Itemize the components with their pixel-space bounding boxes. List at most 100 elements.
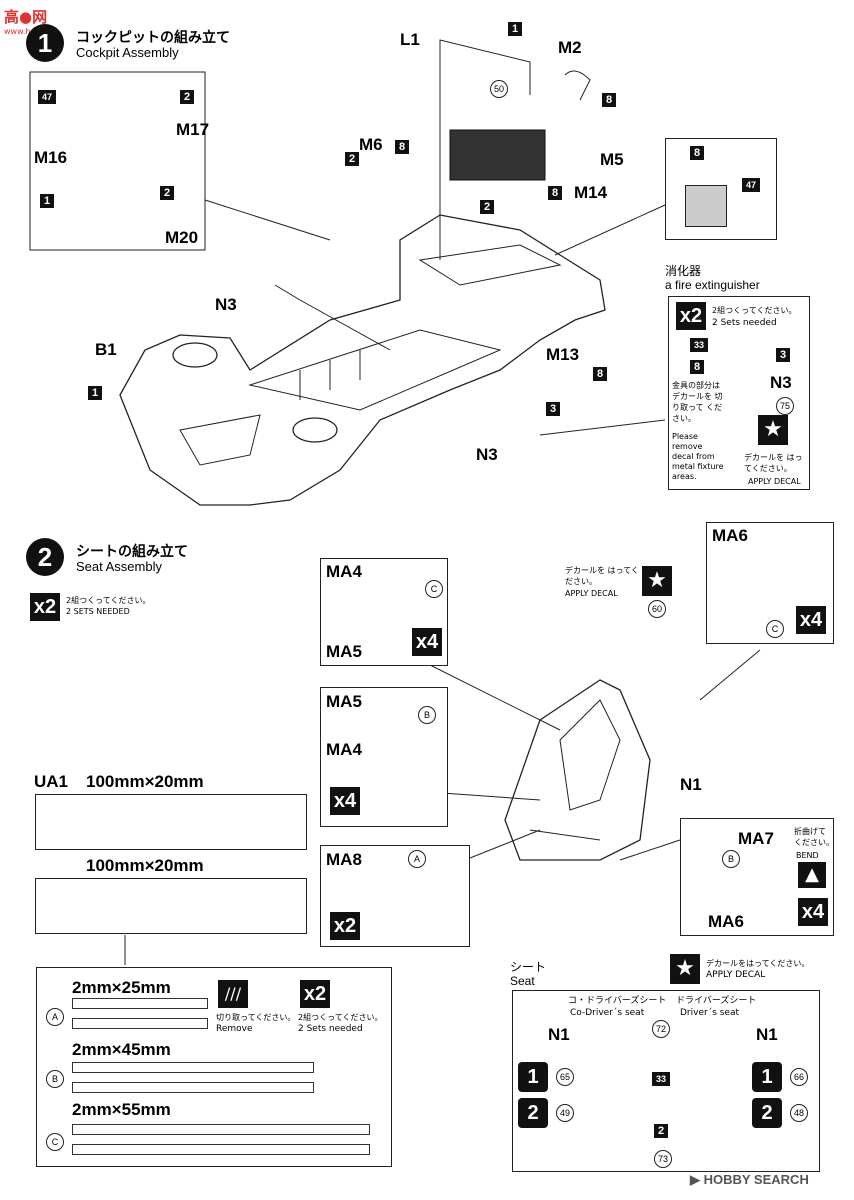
times-x4c: x4	[796, 606, 826, 634]
step2-note-jp: 2組つくってください。	[66, 596, 151, 605]
part-label-m20: M20	[165, 228, 199, 247]
ua1-size2: 100mm×20mm	[86, 856, 204, 875]
belts-remove-en: Remove	[216, 1024, 253, 1034]
seat-step1-left: 1	[518, 1062, 548, 1092]
watermark-text: 高●网	[4, 8, 48, 26]
seat-shell	[504, 679, 651, 861]
part-label-b1: B1	[95, 340, 117, 359]
footer-logo-icon: ▶	[690, 1172, 704, 1187]
part-label-n3b: N3	[476, 445, 498, 464]
part-num-47: 47	[38, 90, 56, 104]
extinguisher-title-jp: 消化器	[665, 264, 702, 278]
part-label-m13: M13	[546, 345, 580, 364]
part-num-1: 1	[40, 194, 54, 208]
part-num-33b: 33	[652, 1072, 670, 1086]
step1-title-jp: コックピットの組み立て	[76, 30, 230, 46]
belts-sets-jp: 2組つくってください。	[298, 1013, 383, 1022]
belt-c-strip1	[72, 1124, 370, 1135]
belt-mark-c1: C	[425, 580, 443, 598]
belt-mark-c: C	[46, 1133, 64, 1151]
seat-section-title-jp: シート	[510, 960, 547, 974]
step2-badge: 2	[26, 538, 64, 576]
bracket-plate	[685, 185, 727, 227]
part-num-48: 48	[790, 1104, 808, 1122]
part-num-2-seat: 2	[654, 1124, 668, 1138]
part-num-3a: 3	[546, 402, 560, 416]
extinguisher-times: x2	[676, 302, 706, 330]
part-num-8a: 8	[602, 93, 616, 107]
part-num-65: 65	[556, 1068, 574, 1086]
part-num-3b: 3	[776, 348, 790, 362]
part-label-ma6b: MA6	[708, 912, 744, 931]
driver-jp: ドライバーズシート	[676, 996, 757, 1006]
ua1-strip2	[35, 878, 307, 934]
part-label-m16: M16	[34, 148, 68, 167]
part-label-ma6a: MA6	[712, 526, 748, 545]
extinguisher-title-en: a fire extinguisher	[665, 278, 760, 292]
belt-mark-b: B	[46, 1070, 64, 1088]
part-label-ma5b: MA5	[326, 692, 362, 711]
seat-decal-star: ★	[642, 566, 672, 596]
extinguisher-decal-en: APPLY DECAL	[748, 477, 801, 486]
times-x4d: x4	[798, 898, 828, 926]
times-x4a: x4	[412, 628, 442, 656]
part-label-n3c: N3	[770, 373, 792, 392]
part-num-8f: 8	[690, 360, 704, 374]
part-num-72: 72	[652, 1020, 670, 1038]
part-num-75: 75	[776, 397, 794, 415]
part-num-60: 60	[648, 600, 666, 618]
part-label-m2: M2	[558, 38, 582, 57]
part-label-n1-right: N1	[756, 1025, 778, 1044]
bend-en: BEND	[796, 851, 819, 860]
extinguisher-decal-star: ★	[758, 415, 788, 445]
part-num-8d: 8	[690, 146, 704, 160]
ua1-label: UA1	[34, 772, 69, 791]
times-x2a: x2	[330, 912, 360, 940]
driver-en: Driver´s seat	[680, 1008, 740, 1018]
part-num-49: 49	[556, 1104, 574, 1122]
bend-jp: 折曲げて ください。	[794, 827, 834, 847]
part-num-2c: 2	[345, 152, 359, 166]
chassis-body	[119, 214, 606, 506]
part-num-2: 2	[180, 90, 194, 104]
part-label-n1-left: N1	[548, 1025, 570, 1044]
part-label-ma8: MA8	[326, 850, 362, 869]
extinguisher-sets-en: 2 Sets needed	[712, 318, 777, 328]
seat-step1-right: 1	[752, 1062, 782, 1092]
belt-mark-a1: A	[408, 850, 426, 868]
belt-b-strip1	[72, 1062, 314, 1073]
seat-section-decal-en: APPLY DECAL	[706, 970, 766, 980]
part-label-ma4b: MA4	[326, 740, 362, 759]
seat-step2-left: 2	[518, 1098, 548, 1128]
part-label-ma4a: MA4	[326, 562, 362, 581]
step2-times: x2	[30, 593, 60, 621]
footer-brand-text: HOBBY SEARCH	[703, 1172, 809, 1187]
part-label-m6: M6	[359, 135, 383, 154]
belts-remove-jp: 切り取ってください。	[216, 1013, 296, 1022]
belt-mark-c2: C	[766, 620, 784, 638]
part-label-l1: L1	[400, 30, 420, 49]
part-num-33a: 33	[690, 338, 708, 352]
belt-a-strip1	[72, 998, 208, 1009]
times-x4b: x4	[330, 787, 360, 815]
belt-mark-a: A	[46, 1008, 64, 1026]
part-num-2b: 2	[160, 186, 174, 200]
part-num-8b: 8	[395, 140, 409, 154]
part-label-n3a: N3	[215, 295, 237, 314]
step1-title-en: Cockpit Assembly	[76, 45, 179, 60]
belts-sets-en: 2 Sets needed	[298, 1024, 363, 1034]
extinguisher-remove-en: Please remove decal from metal fixture a…	[672, 432, 724, 481]
extinguisher-sets-jp: 2組つくってください。	[712, 306, 797, 315]
step2-title-en: Seat Assembly	[76, 559, 162, 574]
belt-mark-b2: B	[722, 850, 740, 868]
part-num-2d: 2	[480, 200, 494, 214]
part-label-ma7: MA7	[738, 829, 774, 848]
footer-brand: ▶ HOBBY SEARCH	[690, 1172, 809, 1188]
part-num-47b: 47	[742, 178, 760, 192]
seat-decal-en: APPLY DECAL	[565, 589, 618, 598]
remove-icon: ///	[218, 980, 248, 1008]
belt-a-strip2	[72, 1018, 208, 1029]
seat-section-title-en: Seat	[510, 974, 535, 988]
part-label-n1: N1	[680, 775, 702, 794]
part-num-1b: 1	[508, 22, 522, 36]
